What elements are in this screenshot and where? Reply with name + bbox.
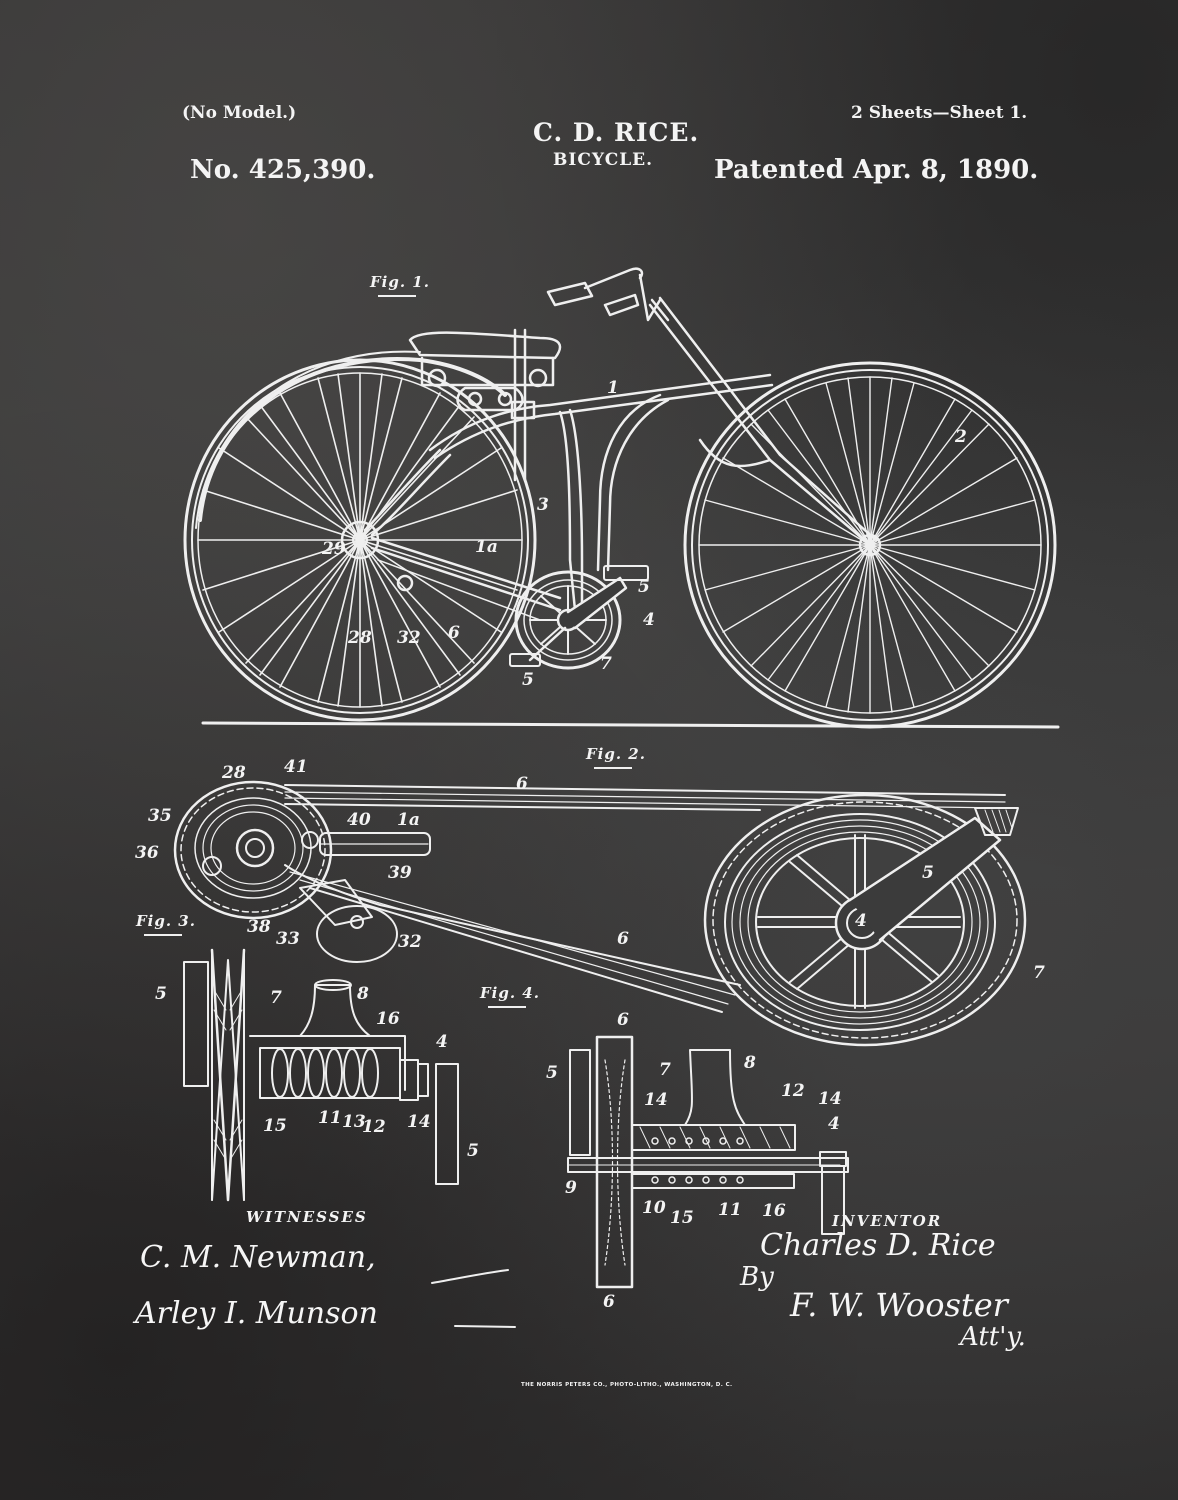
ref-label: 4	[828, 1114, 840, 1134]
ref-label: 38	[247, 917, 271, 937]
ref-label: 40	[347, 810, 371, 830]
signature-flourish	[432, 1270, 508, 1283]
ref-label: 16	[762, 1201, 786, 1221]
inventor-label: INVENTOR	[832, 1212, 943, 1230]
ref-label: 36	[135, 843, 159, 863]
by-label: By	[740, 1262, 774, 1292]
front-wheel-icon	[685, 363, 1055, 727]
ref-label: 5	[467, 1141, 479, 1161]
printer-credit: THE NORRIS PETERS CO., PHOTO-LITHO., WAS…	[521, 1382, 733, 1388]
patent-number: No. 425,390.	[190, 155, 376, 185]
crank-sprocket-icon	[510, 566, 648, 668]
ref-label: 32	[398, 932, 422, 952]
ref-label: 14	[407, 1112, 431, 1132]
ref-label: 10	[642, 1198, 666, 1218]
ref-label: 7	[600, 654, 612, 674]
saddle-icon	[410, 333, 560, 410]
ref-label: 8	[744, 1053, 756, 1073]
ref-label: 6	[617, 929, 629, 949]
ref-label: 1a	[397, 810, 420, 830]
ref-label: 6	[617, 1010, 629, 1030]
model-note: (No Model.)	[182, 103, 297, 123]
fig3-hub-drawing	[184, 950, 458, 1200]
ref-label: 7	[1033, 963, 1045, 983]
ref-label: 5	[922, 863, 934, 883]
ref-label: 33	[276, 929, 300, 949]
fig3-label: Fig. 3.	[136, 912, 196, 936]
ref-label: 15	[263, 1116, 287, 1136]
ref-label: 7	[270, 988, 282, 1008]
inventor-title: C. D. RICE.	[533, 118, 700, 147]
ref-label: 28	[222, 763, 246, 783]
handlebar-icon	[548, 269, 668, 320]
fig1-bicycle-drawing	[185, 269, 1058, 727]
ref-label: 32	[397, 628, 421, 648]
ref-label: 14	[818, 1089, 842, 1109]
ref-label: 13	[342, 1112, 366, 1132]
fig1-label: Fig. 1.	[370, 273, 430, 297]
ref-label: 28	[348, 628, 372, 648]
fig4-hub-section-drawing	[568, 1037, 848, 1287]
ref-label: 6	[448, 623, 460, 643]
invention-title: BICYCLE.	[553, 150, 654, 170]
ref-label: 4	[643, 610, 655, 630]
ref-label: 6	[516, 774, 528, 794]
ref-label: 9	[565, 1178, 577, 1198]
ref-label: 15	[670, 1208, 694, 1228]
bicycle-frame	[365, 298, 876, 620]
ref-label: 4	[855, 911, 867, 931]
ref-label: 12	[362, 1117, 386, 1137]
ref-label: 29	[322, 539, 346, 559]
ref-label: 8	[357, 984, 369, 1004]
ref-label: 41	[284, 757, 308, 777]
inventor-signature: Charles D. Rice	[760, 1228, 996, 1263]
fig2-label: Fig. 2.	[586, 745, 646, 769]
ref-label: 12	[781, 1081, 805, 1101]
ref-label: 1	[607, 378, 619, 398]
ref-label: 11	[718, 1200, 742, 1220]
witnesses-label: WITNESSES	[246, 1208, 368, 1226]
ref-label: 1a	[475, 537, 498, 557]
ref-label: 2	[955, 427, 967, 447]
ref-label: 7	[659, 1060, 671, 1080]
fig4-label: Fig. 4.	[480, 984, 540, 1008]
signature-flourish	[455, 1326, 515, 1327]
ref-label: 4	[436, 1032, 448, 1052]
ref-label: 6	[603, 1292, 615, 1312]
ref-label: 14	[644, 1090, 668, 1110]
ref-label: 3	[537, 495, 549, 515]
rear-wheel-icon	[185, 352, 535, 720]
sheet-info: 2 Sheets—Sheet 1.	[851, 103, 1028, 123]
ref-label: 39	[388, 863, 412, 883]
attorney-suffix: Att'y.	[960, 1322, 1026, 1352]
witness-2-signature: Arley I. Munson	[135, 1296, 378, 1331]
ref-label: 35	[148, 806, 172, 826]
ref-label: 5	[522, 670, 534, 690]
attorney-signature: F. W. Wooster	[790, 1286, 1008, 1324]
witness-1-signature: C. M. Newman,	[140, 1240, 376, 1275]
ref-label: 5	[638, 577, 650, 597]
fig2-belt-drive-drawing	[175, 782, 1025, 1045]
ref-label: 11	[318, 1108, 342, 1128]
patent-date: Patented Apr. 8, 1890.	[714, 155, 1039, 185]
ground-line	[203, 723, 1058, 727]
ref-label: 5	[546, 1063, 558, 1083]
ref-label: 16	[376, 1009, 400, 1029]
ref-label: 5	[155, 984, 167, 1004]
